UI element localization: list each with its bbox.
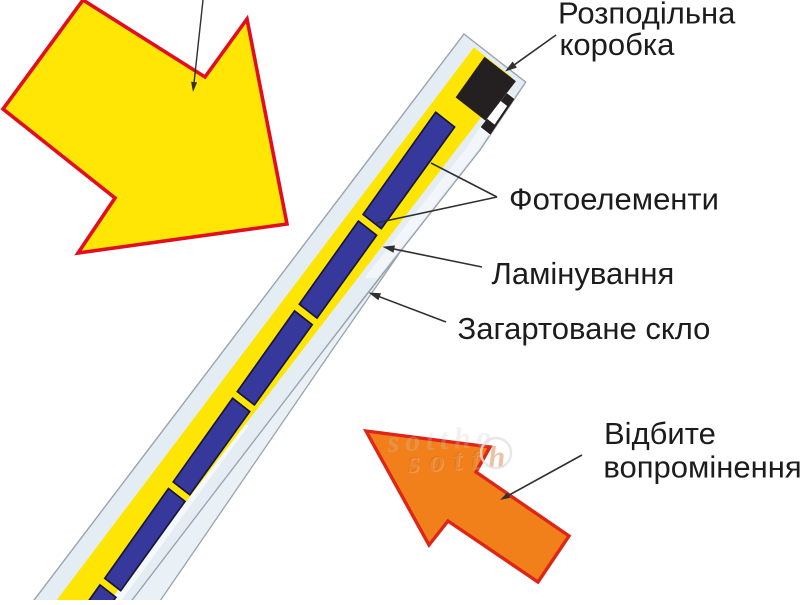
svg-text:Ламінування: Ламінування bbox=[492, 256, 675, 291]
svg-text:вопромінення: вопромінення bbox=[603, 450, 800, 485]
svg-text:коробка: коробка bbox=[560, 27, 676, 62]
svg-text:Загартоване скло: Загартоване скло bbox=[458, 311, 711, 346]
svg-text:Розподільна: Розподільна bbox=[558, 0, 736, 31]
svg-text:Відбите: Відбите bbox=[604, 416, 716, 451]
svg-text:Фотоелементи: Фотоелементи bbox=[509, 182, 719, 217]
